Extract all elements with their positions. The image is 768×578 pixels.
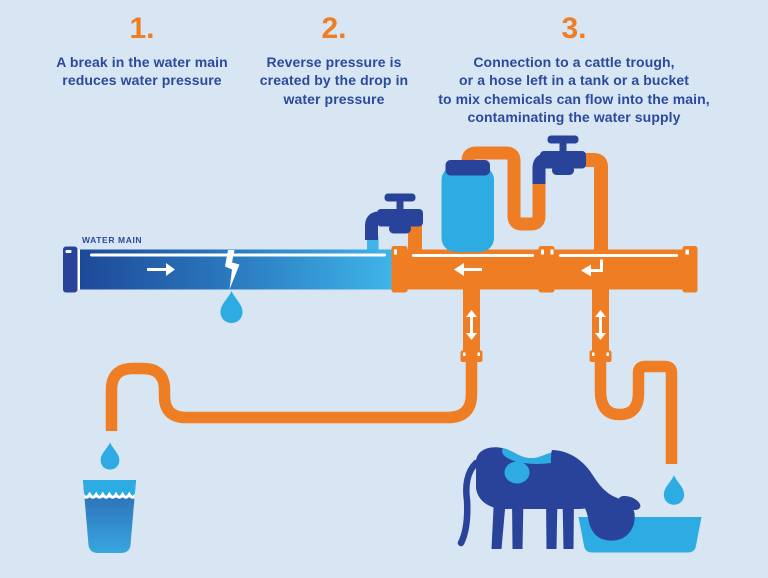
cup-body: [83, 480, 136, 553]
pipe-highlight: [412, 254, 534, 257]
step-3: 3. Connection to a cattle trough, or a h…: [420, 14, 728, 127]
faucet-icon: [365, 193, 423, 240]
faucet1-connector-pipe: [408, 222, 422, 252]
step-1: 1. A break in the water main reduces wat…: [30, 14, 254, 90]
pipe-coupling: [391, 246, 408, 293]
step-3-text: Connection to a cattle trough, or a hose…: [438, 54, 710, 126]
cow-leg: [546, 496, 558, 549]
faucet-body: [377, 209, 423, 227]
faucet-valve: [552, 165, 574, 175]
pipe-end-cap: [63, 246, 78, 293]
faucet-valve: [389, 224, 411, 234]
pipe-highlight: [90, 253, 386, 257]
hose: [408, 146, 608, 253]
step-2-number: 2.: [321, 12, 347, 45]
backflow-branch-right: [589, 288, 678, 464]
backflow-return-arrow-icon: [581, 259, 603, 277]
cow-leg: [512, 498, 524, 549]
crack-icon: [225, 250, 240, 290]
faucet-handle: [384, 193, 416, 202]
cup-wave-line: [83, 491, 136, 499]
faucet1-water-stream: [367, 236, 379, 254]
pipe-coupling: [589, 350, 612, 362]
coupling-tick: [606, 352, 609, 356]
tank-body: [441, 166, 494, 252]
tank-icon: [441, 160, 494, 252]
faucet-icon: [532, 135, 586, 184]
cow-leg: [562, 496, 574, 549]
water-drop-icon: [663, 475, 685, 505]
coupling-tick: [463, 352, 466, 356]
coupling-tick: [477, 352, 480, 356]
hose-to-cup: [105, 361, 478, 431]
tank-lid: [445, 160, 490, 176]
step-3-number: 3.: [561, 12, 587, 45]
two-way-arrow-icon: [595, 310, 606, 340]
faucet-handle: [547, 135, 579, 144]
faucet-body: [540, 151, 586, 169]
coupling-tick: [394, 249, 397, 255]
water-drop-icon: [220, 291, 243, 323]
water-main-label: WATER MAIN: [82, 235, 143, 245]
pipe-coupling: [538, 246, 555, 293]
pipe-end-cap: [682, 246, 698, 293]
water-drop-icon: [100, 442, 120, 470]
step-1-number: 1.: [129, 12, 155, 45]
cup-icon: [83, 480, 136, 553]
step-2-text: Reverse pressure is created by the drop …: [259, 54, 409, 107]
pipe-highlight: [559, 254, 678, 257]
step-1-text: A break in the water main reduces water …: [56, 54, 228, 89]
cow-tail: [457, 459, 480, 547]
water-main-pipe: [63, 246, 393, 293]
pipe-coupling: [460, 350, 483, 362]
cow-head: [550, 450, 635, 541]
tank-loop-hose: [461, 146, 546, 231]
faucet-stem: [559, 141, 567, 153]
coupling-tick: [592, 352, 595, 356]
cap-separator: [77, 249, 80, 290]
coupling-tick: [685, 249, 689, 255]
hose-to-trough: [594, 360, 678, 464]
cow-icon: [457, 447, 641, 549]
cow-ear: [618, 495, 641, 511]
flow-left-arrow-icon: [454, 263, 482, 276]
faucet-stem: [396, 199, 404, 211]
faucet2-connector-pipe: [583, 153, 608, 253]
coupling-tick: [541, 249, 544, 255]
cap-tick: [65, 250, 72, 253]
coupling-tick: [550, 249, 554, 255]
step-2: 2. Reverse pressure is created by the dr…: [232, 14, 436, 108]
cow-leg: [491, 498, 506, 549]
flow-right-arrow-icon: [147, 263, 175, 276]
two-way-arrow-icon: [466, 310, 477, 340]
backflow-branch-left: [105, 288, 483, 431]
contaminated-main-pipe: [391, 246, 698, 293]
